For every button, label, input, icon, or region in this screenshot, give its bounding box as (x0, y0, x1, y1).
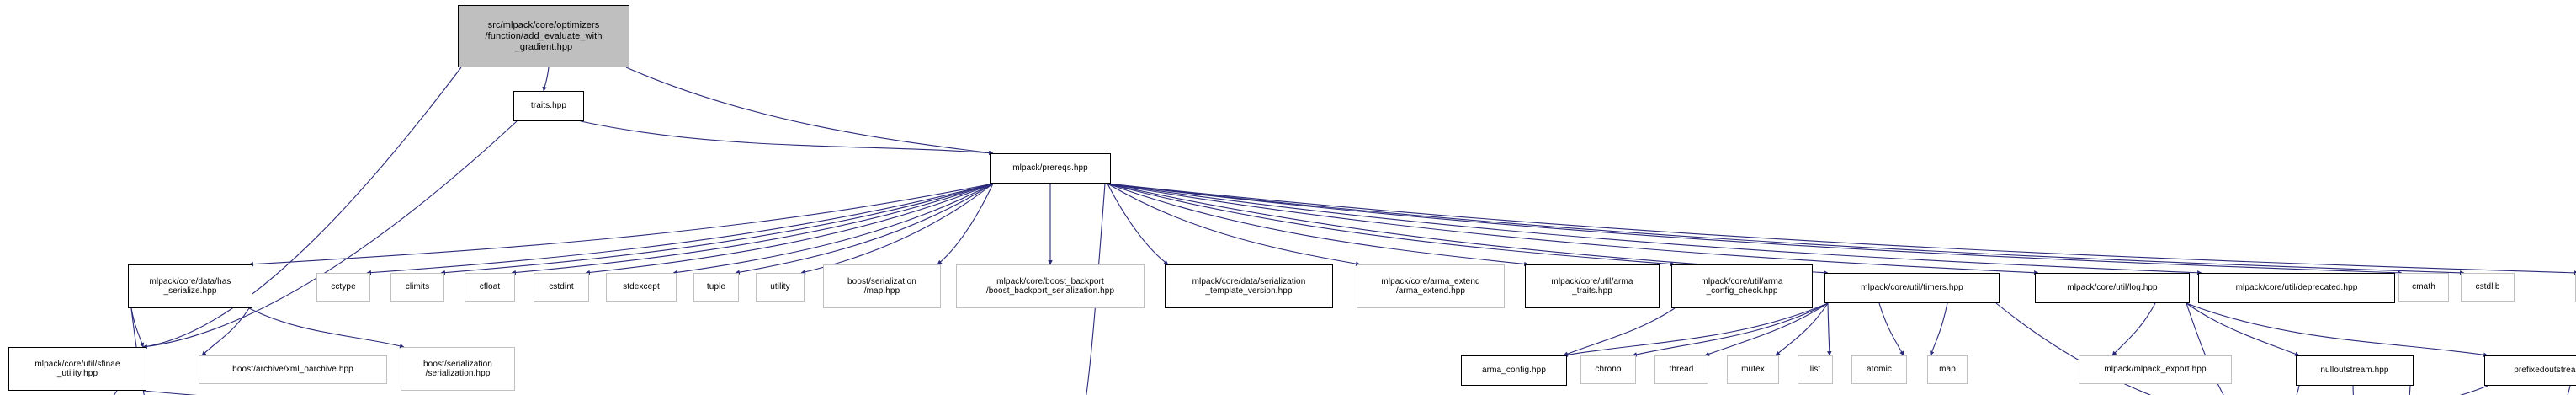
graph-node-arma_config_check[interactable]: mlpack/core/util/arma _config_check.hpp (1671, 264, 1813, 308)
edge-prereqs-to-arma_config_check (1107, 183, 1676, 267)
edge-has_serialize-to-xml_oarchive (201, 307, 250, 356)
graph-node-cstdint[interactable]: cstdint (534, 273, 589, 302)
edge-timers-to-list (1827, 302, 1832, 356)
graph-node-prefixedoutstream[interactable]: prefixedoutstream.hpp (2484, 355, 2576, 386)
graph-node-boost_ser[interactable]: boost/serialization /serialization.hpp (401, 347, 515, 391)
edge-prereqs-to-log (1107, 183, 2039, 275)
graph-node-mlpack_export[interactable]: mlpack/mlpack_export.hpp (2079, 355, 2232, 384)
edge-prereqs-to-cstdint (585, 183, 994, 275)
edge-timers-to-atomic (1878, 302, 1904, 356)
graph-node-timers[interactable]: mlpack/core/util/timers.hpp (1824, 273, 2000, 303)
graph-node-boost_backport[interactable]: mlpack/core/boost_backport /boost_backpo… (956, 264, 1145, 308)
edge-prefixedoutstream-to-prefixed_impl (2567, 385, 2571, 395)
edge-timers-to-arma_config (1563, 302, 1829, 357)
edge-prereqs-to-deprecated (1107, 183, 2202, 275)
edge-prereqs-to-cfloat (511, 183, 994, 275)
edge-prereqs-to-tuple (735, 183, 994, 275)
graph-node-thread[interactable]: thread (1654, 355, 1708, 384)
graph-node-cstdlib[interactable]: cstdlib (2461, 273, 2515, 302)
edge-traits-to-prereqs (580, 120, 994, 156)
edge-prereqs-to-cstdio (1107, 183, 2576, 275)
graph-node-deprecated[interactable]: mlpack/core/util/deprecated.hpp (2198, 273, 2395, 303)
graph-node-climits[interactable]: climits (390, 273, 444, 302)
edge-log-to-nulloutstream (2186, 302, 2300, 356)
edge-group (113, 67, 2576, 395)
edge-nulloutstream-to-string (2296, 385, 2300, 395)
edge-prereqs-to-boost_ser_map (937, 183, 994, 265)
graph-node-sfinae[interactable]: mlpack/core/util/sfinae _utility.hpp (8, 347, 146, 391)
edge-timers-to-chrono (1632, 302, 1829, 357)
graph-node-root[interactable]: src/mlpack/core/optimizers /function/add… (458, 5, 629, 67)
graph-node-nulloutstream[interactable]: nulloutstream.hpp (2296, 355, 2414, 386)
edge-prereqs-to-stdexcept (672, 183, 994, 275)
edge-nulloutstream-to-iostream (2409, 385, 2411, 395)
edge-prereqs-to-has_serialize (248, 183, 994, 267)
graph-node-utility[interactable]: utility (756, 273, 805, 302)
edge-timers-to-map (1930, 302, 1948, 356)
graph-node-atomic[interactable]: atomic (1851, 355, 1907, 384)
graph-node-arma_config[interactable]: arma_config.hpp (1461, 355, 1567, 386)
edge-prefixedoutstream-to-string (2459, 385, 2488, 395)
edge-prereqs-to-cctype (366, 183, 994, 275)
graph-node-cfloat[interactable]: cfloat (465, 273, 515, 302)
edge-prereqs-to-cmath (1107, 183, 2403, 275)
graph-node-cmath[interactable]: cmath (2398, 273, 2449, 302)
edge-sfinae-to-type_traits (113, 390, 118, 395)
graph-node-log[interactable]: mlpack/core/util/log.hpp (2035, 273, 2190, 303)
edge-sfinae-to-cstring (142, 390, 198, 395)
edge-prereqs-to-arma_traits (1107, 183, 1529, 267)
graph-node-map[interactable]: map (1927, 355, 1968, 384)
edge-prereqs-to-climits (440, 183, 994, 275)
graph-node-traits[interactable]: traits.hpp (513, 91, 584, 121)
edge-traits-to-sfinae (142, 120, 518, 350)
edge-prereqs-to-arma_extend (1107, 183, 1361, 266)
edge-log-to-prefixedoutstream (2186, 302, 2488, 357)
edge-timers-to-thread (1704, 302, 1829, 356)
graph-node-has_serialize[interactable]: mlpack/core/data/has _serialize.hpp (128, 264, 252, 308)
edge-has_serialize-to-sfinae (130, 307, 145, 348)
edge-root-to-traits (542, 67, 550, 92)
graph-node-tuple[interactable]: tuple (693, 273, 739, 302)
graph-node-mutex[interactable]: mutex (1727, 355, 1779, 384)
graph-node-ser_template[interactable]: mlpack/core/data/serialization _template… (1165, 264, 1333, 308)
graph-node-arma_extend[interactable]: mlpack/core/arma_extend /arma_extend.hpp (1357, 264, 1505, 308)
graph-node-xml_oarchive[interactable]: boost/archive/xml_oarchive.hpp (199, 355, 387, 384)
graph-node-chrono[interactable]: chrono (1580, 355, 1636, 384)
edge-prereqs-to-cstdlib (1107, 183, 2465, 275)
graph-node-cctype[interactable]: cctype (316, 273, 370, 302)
edge-prereqs-to-timers (1107, 183, 1829, 275)
edge-arma_config_check-to-arma_config (1563, 307, 1676, 356)
graph-node-list[interactable]: list (1798, 355, 1833, 384)
edge-prereqs-to-utility (800, 183, 994, 275)
edge-root-to-prereqs (625, 67, 994, 156)
graph-node-prereqs[interactable]: mlpack/prereqs.hpp (990, 153, 1111, 184)
graph-node-stdexcept[interactable]: stdexcept (606, 273, 677, 302)
graph-node-boost_ser_map[interactable]: boost/serialization /map.hpp (823, 264, 941, 308)
graph-node-arma_traits[interactable]: mlpack/core/util/arma _traits.hpp (1525, 264, 1660, 308)
edge-prereqs-to-ser_template (1107, 183, 1169, 265)
edge-log-to-mlpack_export (2111, 302, 2156, 356)
edge-has_serialize-to-boost_ser (248, 307, 405, 349)
edge-nulloutstream-to-streambuf (2352, 385, 2354, 395)
edge-timers-to-mutex (1775, 302, 1829, 356)
